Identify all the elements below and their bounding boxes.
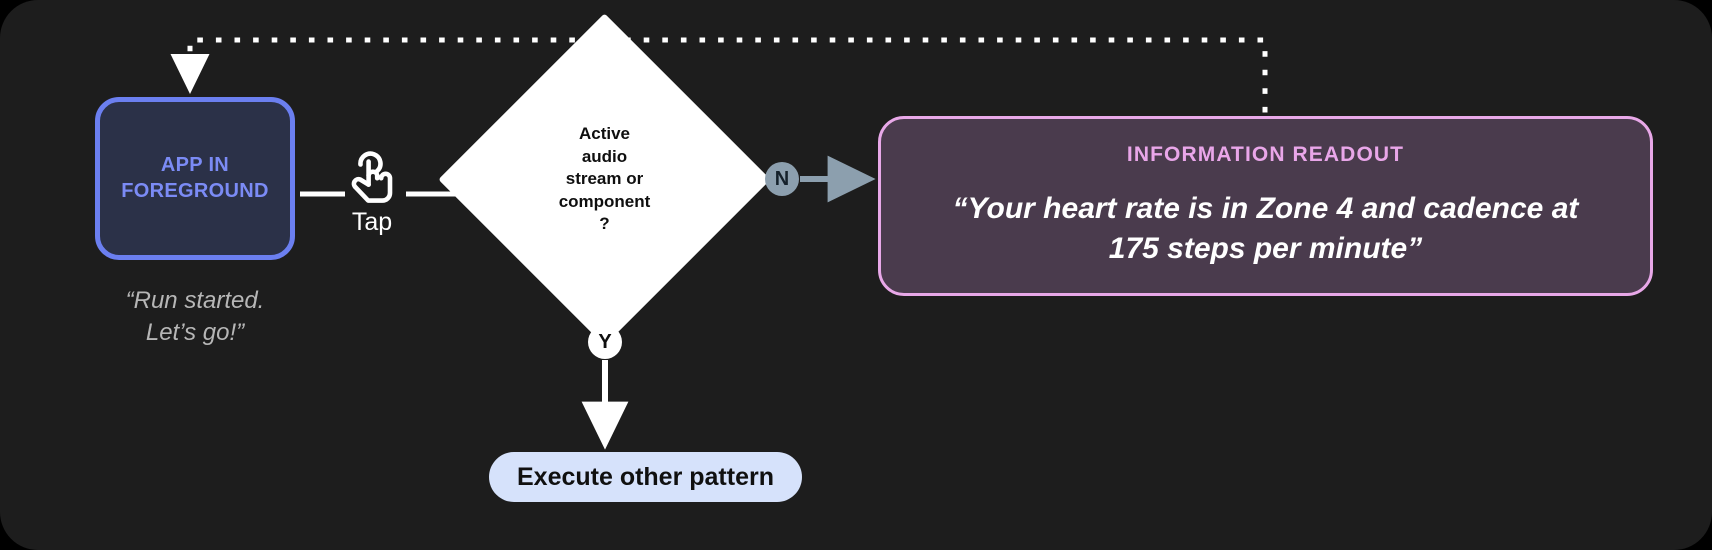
branch-token-yes-label: Y bbox=[598, 330, 612, 353]
node-execute-other-pattern[interactable]: Execute other pattern bbox=[489, 452, 802, 502]
branch-token-no: N bbox=[765, 162, 799, 196]
information-readout-title: INFORMATION READOUT bbox=[1126, 142, 1405, 166]
decision-label: Active audio stream or component ? bbox=[558, 124, 651, 234]
information-readout-body: “Your heart rate is in Zone 4 and cadenc… bbox=[952, 191, 1579, 265]
edge-feedback-dotted bbox=[170, 37, 1268, 113]
branch-token-yes: Y bbox=[588, 325, 622, 359]
tap-gesture-icon bbox=[351, 151, 393, 203]
node-information-readout[interactable]: INFORMATION READOUT “Your heart rate is … bbox=[878, 116, 1653, 296]
node-app-in-foreground[interactable]: APP IN FOREGROUND bbox=[95, 97, 295, 260]
node-decision[interactable]: Active audio stream or component ? bbox=[438, 13, 771, 346]
app-in-foreground-caption: “Run started. Let’s go!” bbox=[125, 287, 265, 346]
tap-gesture-label: Tap bbox=[351, 208, 393, 236]
app-in-foreground-label: APP IN FOREGROUND bbox=[121, 153, 269, 202]
execute-other-pattern-label: Execute other pattern bbox=[516, 462, 774, 491]
branch-token-no-label: N bbox=[774, 167, 790, 190]
